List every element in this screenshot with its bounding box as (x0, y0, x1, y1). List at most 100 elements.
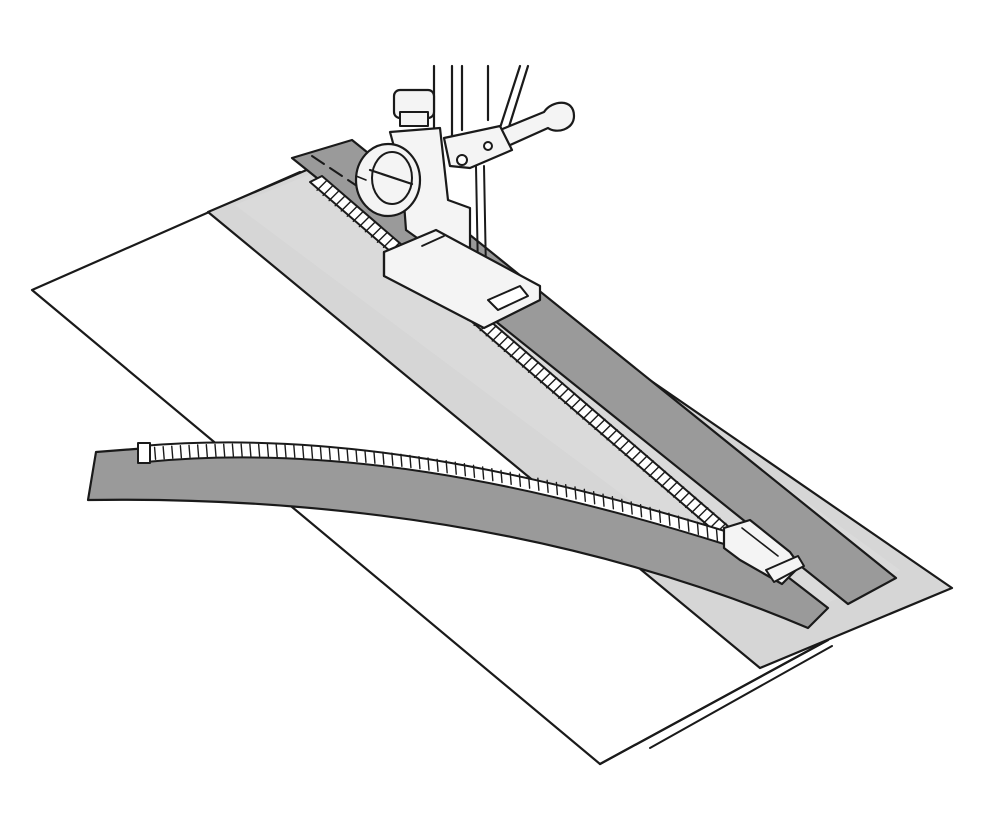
zipper-tooth (427, 457, 430, 471)
zipper-tooth (275, 444, 278, 458)
zipper-tooth (497, 335, 510, 347)
zipper-tooth (696, 521, 700, 536)
zipper-tooth (521, 356, 534, 368)
zipper-tooth (293, 444, 296, 459)
zipper-tooth (491, 330, 503, 342)
zipper-tooth (715, 528, 719, 542)
zipper-tooth (527, 361, 540, 373)
zipper-tooth (373, 450, 376, 464)
zipper-tooth (500, 469, 503, 484)
zipper-tooth (624, 444, 636, 457)
zipper-tooth (409, 454, 412, 469)
zipper-tooth (346, 448, 349, 462)
zipper-tooth (697, 507, 709, 519)
zipper-tooth (337, 447, 340, 461)
zipper-tooth (672, 486, 685, 498)
zipper-tooth (558, 387, 570, 399)
zipper-tooth (418, 456, 421, 470)
zipper-tooth (666, 481, 679, 493)
zipper-tooth (649, 506, 652, 521)
zipper-tooth (564, 484, 568, 498)
zipper-tooth (570, 397, 582, 410)
zipper-tooth (555, 481, 559, 496)
zipper-tooth (639, 504, 643, 518)
zipper-tooth (491, 468, 494, 482)
zipper-tooth (436, 458, 439, 473)
zipper-tooth (684, 496, 697, 509)
zipper-tooth (636, 455, 649, 467)
zipper-tooth (602, 493, 605, 507)
zipper-tooth (621, 498, 624, 513)
zipper-tooth (606, 429, 618, 441)
zipper-tooth (266, 443, 270, 458)
zipper-tooth (703, 512, 715, 524)
zipper-tooth (196, 444, 200, 458)
zipper-tooth (301, 445, 305, 459)
zipper-tooth (188, 444, 191, 459)
zipper-tooth (706, 524, 709, 539)
zipper-tooth (630, 449, 642, 462)
zipper-tooth (171, 445, 174, 459)
zipper-tooth (668, 512, 671, 526)
zipper-tooth (600, 423, 612, 436)
zipper-tooth (481, 466, 485, 480)
zipper-tooth (509, 471, 512, 486)
zipper-tooth (257, 443, 261, 458)
zipper-tooth (658, 509, 662, 524)
zipper-tooth (503, 340, 516, 353)
zipper-tooth (382, 236, 395, 249)
zipper-tooth (546, 479, 549, 494)
zipper-tooth (364, 449, 367, 464)
zipper-tooth (240, 443, 243, 457)
zipper-tooth (334, 195, 346, 207)
zipper-tooth (376, 231, 389, 243)
zipper-tooth (153, 446, 157, 461)
zipper-tooth (509, 345, 522, 358)
zipper-tooth (231, 443, 235, 457)
zipper-tooth (485, 325, 497, 337)
zipper-tooth (545, 377, 558, 389)
zipper-tooth (527, 475, 531, 489)
zipper-tooth (648, 465, 661, 477)
zipper-tooth (162, 446, 165, 460)
zipper-tooth (352, 210, 364, 223)
zipper-tooth (518, 473, 522, 487)
zipper-tooth (582, 408, 594, 420)
zipper-tooth (660, 475, 673, 488)
zipper-tooth (364, 221, 377, 233)
zipper-tooth (355, 448, 358, 463)
zipper-tooth (576, 403, 588, 415)
zipper-tooth (205, 444, 209, 458)
zipper-tooth (574, 486, 577, 500)
zipper-tooth (537, 477, 540, 491)
sewing-machine-presser-foot-icon (354, 64, 576, 330)
zipper-tooth (370, 226, 383, 238)
zipper-tooth (249, 443, 252, 457)
zipper-tooth (400, 453, 403, 468)
zipper-tooth (222, 443, 226, 458)
zipper-tooth (472, 464, 476, 479)
zipper-tooth (358, 215, 371, 228)
zipper-tooth (588, 413, 600, 425)
zipper-tooth (445, 460, 448, 474)
zipper-tooth (322, 184, 334, 197)
zipper-tooth (515, 351, 528, 363)
zipper-slider-icon (722, 518, 805, 586)
zipper-tooth (463, 463, 467, 477)
zipper-tooth (677, 515, 681, 529)
zipper-tooth (552, 382, 564, 394)
zipper-tooth (454, 461, 457, 475)
zipper-tooth (214, 443, 217, 458)
zipper-tooth (564, 392, 576, 405)
zipper-tooth (328, 446, 331, 461)
zipper-tooth (319, 446, 323, 460)
zipper-tooth (340, 200, 352, 212)
zipper-tooth (539, 371, 552, 384)
zipper-tooth (328, 189, 340, 202)
zipper-tooth (611, 496, 615, 510)
zipper-tooth (594, 418, 606, 431)
zipper-tooth (316, 179, 328, 191)
zipper-tooth (592, 491, 596, 505)
zipper-tooth (346, 205, 358, 217)
zipper-tooth (618, 439, 630, 451)
